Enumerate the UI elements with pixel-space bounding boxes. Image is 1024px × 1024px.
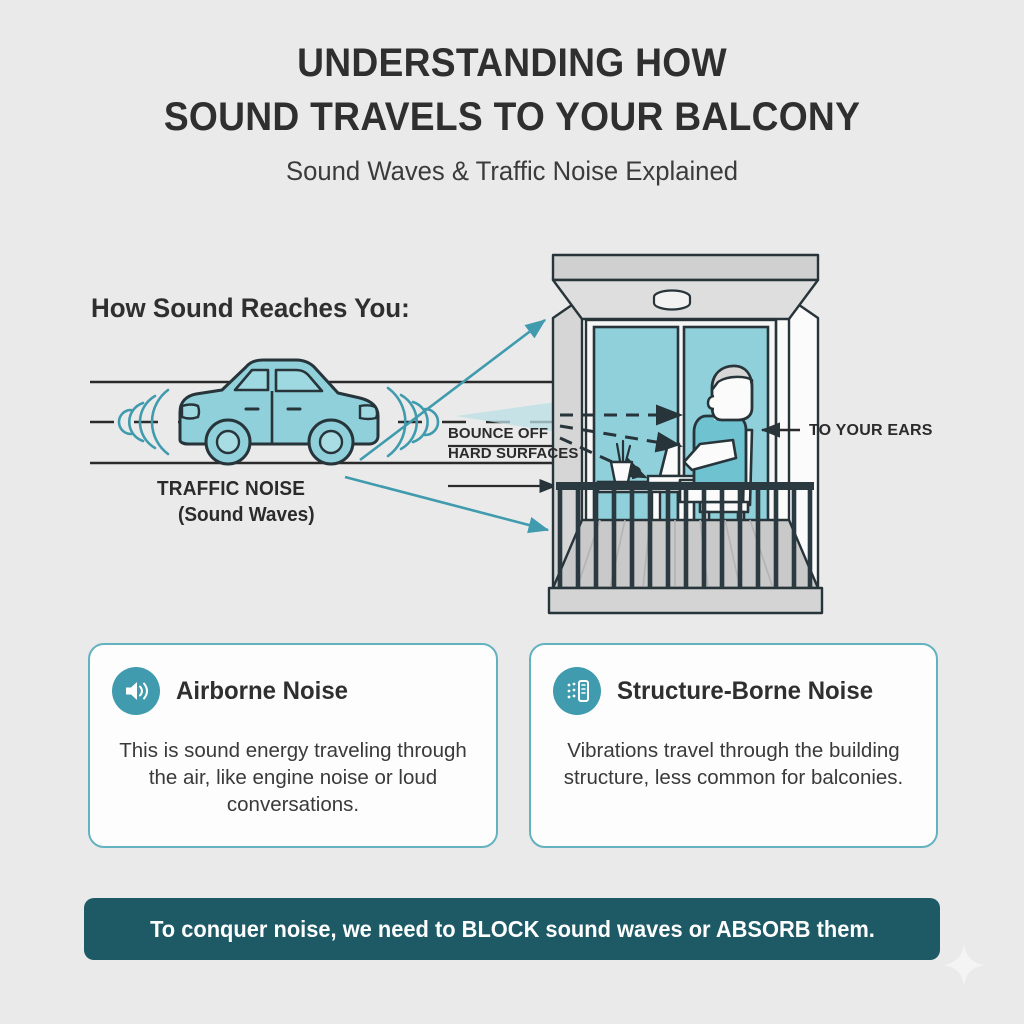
person-at-laptop — [670, 364, 754, 558]
balcony-scene — [547, 253, 824, 615]
label-traffic-noise: TRAFFIC NOISE — [157, 478, 306, 500]
speaker-wave-icon — [112, 667, 160, 715]
sound-wave-arcs-right — [386, 386, 440, 458]
sound-wave-arcs-left — [117, 388, 170, 456]
card-body: This is sound energy traveling through t… — [119, 739, 467, 816]
banner-text: To conquer noise, we need to BLOCK sound… — [149, 915, 875, 942]
card-header: Airborne Noise — [90, 645, 496, 715]
label-traffic-noise-sub: (Sound Waves) — [178, 504, 315, 526]
label-bounce-off-hard-surfaces: BOUNCE OFF HARD SURFACES — [448, 424, 578, 464]
card-title: Airborne Noise — [176, 676, 349, 705]
coffee-mug-icon — [609, 460, 642, 484]
page-title-line-1: UNDERSTANDING HOW — [297, 41, 727, 85]
page-title-line-2: SOUND TRAVELS TO YOUR BALCONY — [163, 95, 861, 139]
bounce-cone — [456, 402, 556, 432]
header: UNDERSTANDING HOW SOUND TRAVELS TO YOUR … — [0, 36, 1024, 187]
card-header: Structure-Borne Noise — [531, 645, 936, 715]
card-airborne-noise: Airborne Noise This is sound energy trav… — [88, 643, 498, 848]
arrow-to-floor — [344, 475, 550, 534]
noise-type-cards: Airborne Noise This is sound energy trav… — [0, 643, 1024, 853]
car-icon — [178, 358, 380, 466]
label-bounce-line-1: BOUNCE OFF — [448, 425, 549, 442]
conclusion-banner: To conquer noise, we need to BLOCK sound… — [84, 898, 940, 960]
bounce-leader-lines — [448, 444, 558, 494]
vibration-panel-icon — [553, 667, 601, 715]
card-structure-borne-noise: Structure-Borne Noise Vibrations travel … — [529, 643, 938, 848]
card-title: Structure-Borne Noise — [617, 676, 874, 705]
potted-plant-icon — [615, 439, 632, 463]
label-bounce-line-2: HARD SURFACES — [448, 445, 579, 462]
section-heading-how-sound-reaches-you: How Sound Reaches You: — [91, 293, 410, 323]
ceiling-light-icon — [652, 289, 692, 311]
page-subtitle: Sound Waves & Traffic Noise Explained — [286, 156, 738, 186]
arrow-to-ceiling — [359, 318, 547, 462]
label-to-your-ears: TO YOUR EARS — [809, 422, 933, 439]
sparkle-icon — [943, 944, 985, 986]
sound-path-arrows — [344, 318, 550, 534]
card-body: Vibrations travel through the building s… — [563, 739, 904, 789]
sound-travel-diagram — [90, 253, 824, 615]
railing-balusters — [557, 486, 813, 588]
